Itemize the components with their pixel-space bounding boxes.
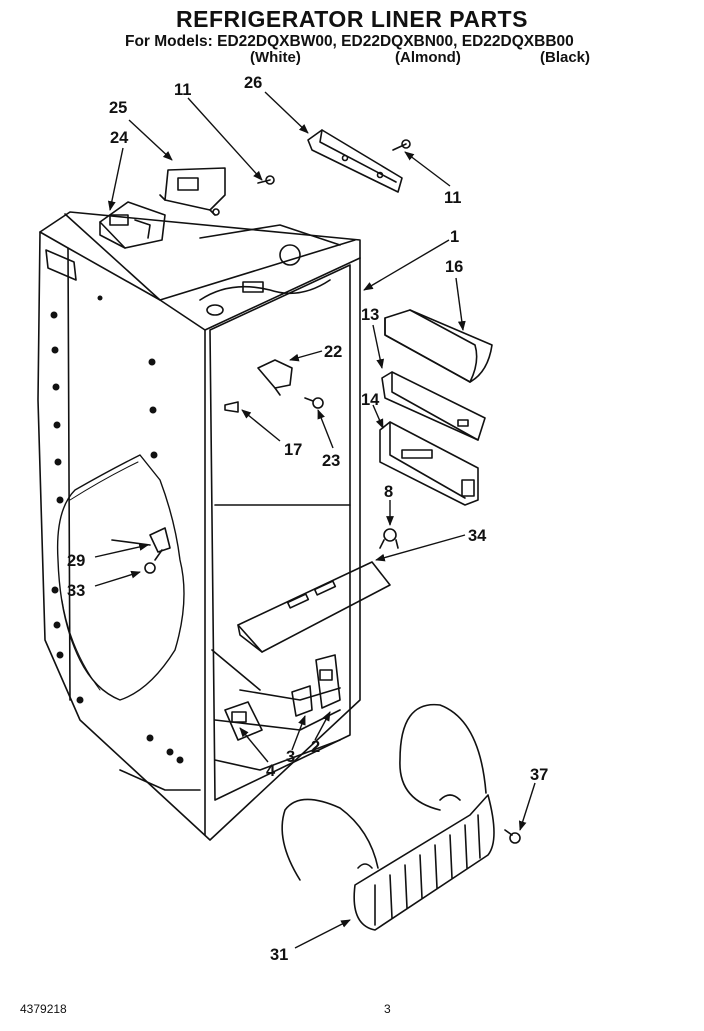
callout-25: 25 [109, 99, 127, 117]
part-26-top-rail [307, 129, 403, 193]
part-24-hinge-bracket [99, 201, 166, 249]
callout-29: 29 [67, 552, 85, 570]
part-17-plug [224, 401, 239, 413]
callout-17: 17 [284, 441, 302, 459]
leader-lines [94, 91, 536, 949]
callout-8: 8 [384, 483, 393, 501]
part-29-clip [111, 527, 171, 553]
part-23-screw [304, 397, 324, 409]
part-37-screw [504, 829, 521, 844]
part-2-bracket [315, 654, 341, 709]
callout-34: 34 [468, 527, 487, 545]
models-line: For Models: ED22DQXBW00, ED22DQXBN00, ED… [125, 33, 574, 50]
part-33-grommet [144, 549, 163, 574]
callout-37: 37 [530, 766, 548, 784]
part-11-screw-right [392, 139, 411, 151]
part-14-shelf-support [379, 421, 479, 506]
callout-16: 16 [445, 258, 463, 276]
doc-number: 4379218 [20, 1002, 67, 1016]
part-13-bracket [381, 371, 486, 441]
part-31-heater [281, 703, 495, 931]
part-11-screw-left [257, 175, 275, 185]
liner-body [37, 211, 361, 841]
callout-23: 23 [322, 452, 340, 470]
page-number: 3 [384, 1002, 391, 1016]
callout-26: 26 [244, 74, 262, 92]
callout-1: 1 [450, 228, 459, 246]
callout-2: 2 [311, 738, 320, 756]
part-34-shelf-cover [237, 561, 391, 653]
callout-33: 33 [67, 582, 85, 600]
side-wall-panel [56, 454, 185, 701]
callout-13: 13 [361, 306, 379, 324]
variant-white: (White) [250, 49, 301, 66]
callout-24: 24 [110, 129, 129, 147]
callout-31: 31 [270, 946, 288, 964]
callout-11-right: 11 [444, 189, 461, 207]
part-16-crisper-trim [384, 309, 493, 383]
page-title: REFRIGERATOR LINER PARTS [176, 6, 528, 32]
callouts: 25 24 11 26 11 1 16 13 14 8 22 23 17 34 … [67, 74, 548, 964]
part-3-bracket [291, 685, 313, 717]
callout-3: 3 [286, 748, 295, 766]
variant-almond: (Almond) [395, 49, 461, 66]
callout-4: 4 [266, 762, 276, 780]
callout-22: 22 [324, 343, 342, 361]
side-wall-holes [50, 295, 184, 764]
part-8-fastener [379, 528, 399, 549]
part-25-bracket [159, 167, 226, 216]
part-22-clip [257, 359, 293, 396]
callout-14: 14 [361, 391, 380, 409]
variant-black: (Black) [540, 49, 591, 66]
part-4-bracket [224, 701, 263, 741]
callout-11-left: 11 [174, 81, 191, 99]
